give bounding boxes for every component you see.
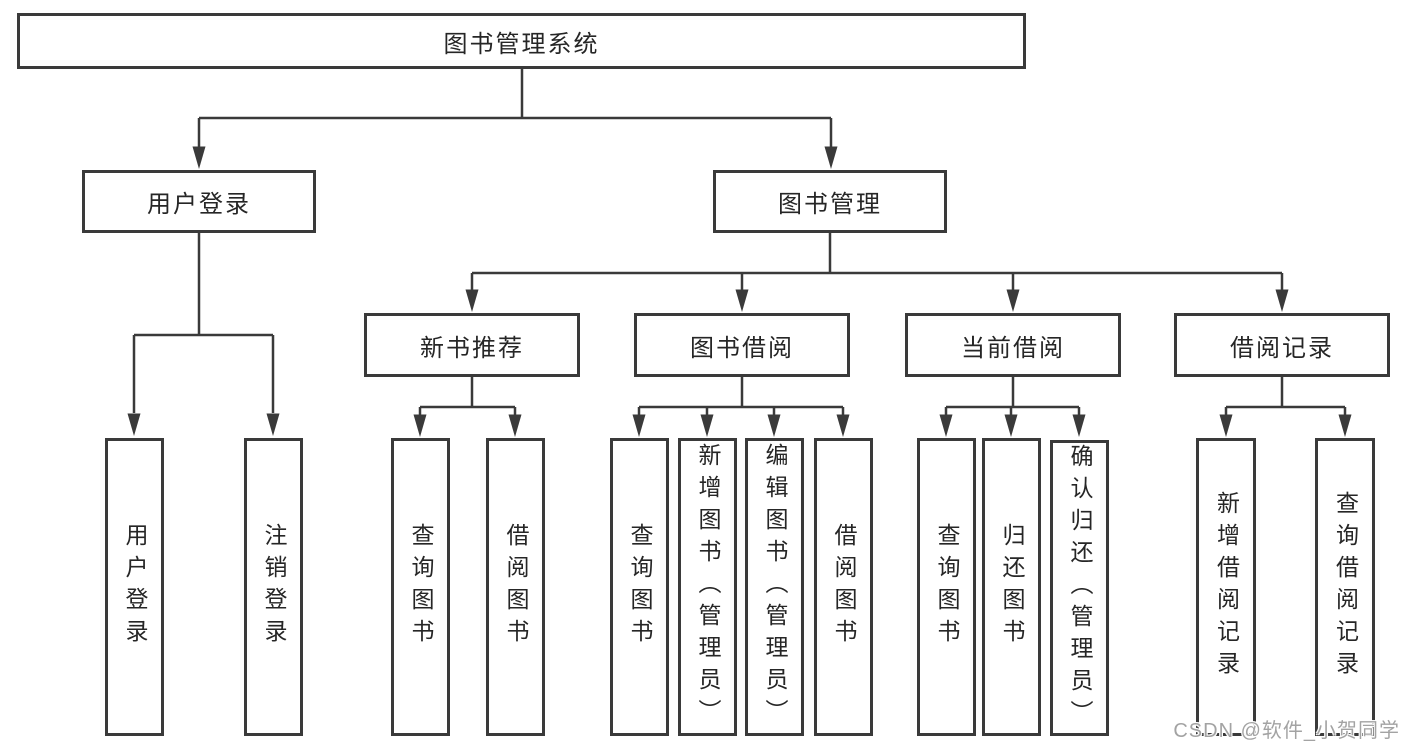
connector-book-borrow-children <box>637 376 845 415</box>
connector-current-borrow-children <box>944 376 1081 415</box>
arrowheads-book-borrow-children <box>632 414 850 437</box>
arrowheads-level2 <box>192 146 838 169</box>
connector-new-book-children <box>418 376 517 415</box>
node-book-borrowing: 图书借阅 <box>634 313 850 377</box>
leaf-add-borrow-record: 新增借阅记录 <box>1196 438 1256 736</box>
arrowheads-level3 <box>465 289 1289 312</box>
node-new-book-recommendation: 新书推荐 <box>364 313 580 377</box>
leaf-user-login: 用户登录 <box>105 438 164 736</box>
leaf-confirm-return-admin: 确认归还（管理员） <box>1050 440 1109 736</box>
leaf-return-books: 归还图书 <box>982 438 1041 736</box>
connector-book-management-children <box>470 231 1284 291</box>
node-current-borrowing: 当前借阅 <box>905 313 1121 377</box>
node-borrowing-records: 借阅记录 <box>1174 313 1390 377</box>
node-book-management: 图书管理 <box>713 170 947 233</box>
arrowheads-borrow-record-children <box>1219 414 1352 437</box>
leaf-logout: 注销登录 <box>244 438 303 736</box>
leaf-add-books-admin: 新增图书（管理员） <box>678 438 737 736</box>
leaf-edit-books-admin: 编辑图书（管理员） <box>745 438 804 736</box>
watermark-text: CSDN @软件_小贺同学 <box>1173 720 1400 742</box>
leaf-query-books-borrow: 查询图书 <box>610 438 669 736</box>
arrowheads-new-book-children <box>413 414 522 437</box>
leaf-query-books-current: 查询图书 <box>917 438 976 736</box>
node-library-management-system: 图书管理系统 <box>17 13 1026 69</box>
leaf-borrow-books-recommend: 借阅图书 <box>486 438 545 736</box>
leaf-query-borrow-record: 查询借阅记录 <box>1315 438 1375 736</box>
node-user-login: 用户登录 <box>82 170 316 233</box>
leaf-query-books-recommend: 查询图书 <box>391 438 450 736</box>
connector-root-to-level2 <box>197 66 833 149</box>
arrowheads-current-borrow-children <box>939 414 1086 437</box>
connector-user-login-children <box>132 231 275 413</box>
arrowheads-user-login-children <box>127 413 280 436</box>
connector-borrow-record-children <box>1224 376 1347 415</box>
leaf-borrow-books: 借阅图书 <box>814 438 873 736</box>
